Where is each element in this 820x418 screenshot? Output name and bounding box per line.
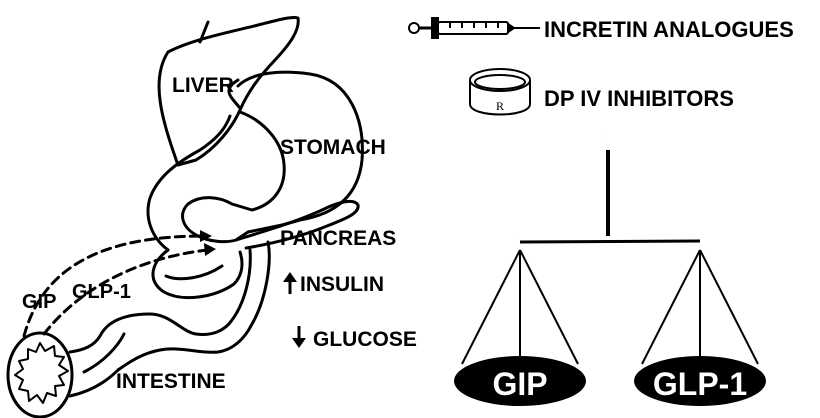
syringe-icon (409, 18, 540, 38)
glucose-label: GLUCOSE (313, 328, 417, 351)
insulin-label: INSULIN (300, 273, 384, 296)
intestine-descending (118, 242, 269, 370)
pancreas-label: PANCREAS (280, 227, 396, 250)
intestine-mucosa (15, 343, 68, 403)
liver-label: LIVER (172, 74, 234, 97)
stomach-label: STOMACH (280, 136, 386, 159)
incretin-analogues-label: INCRETIN ANALOGUES (544, 17, 794, 42)
pill-mark: R (496, 99, 504, 113)
intestine-loop (70, 314, 196, 352)
duodenum-inner (166, 266, 222, 279)
gip-label: GIP (22, 291, 56, 313)
left-pan-strings (462, 250, 578, 364)
glucose-down-arrow-icon (292, 326, 306, 348)
glp1-label: GLP-1 (72, 281, 131, 303)
right-pan-strings (642, 250, 758, 364)
duodenum-outer (153, 250, 242, 298)
right-pan-label: GLP-1 (653, 366, 747, 402)
glp1-arrowhead (204, 243, 216, 256)
balance-scale: GIP GLP-1 (454, 133, 766, 406)
intestine-label: INTESTINE (116, 370, 226, 393)
dp-iv-inhibitors-label: DP IV INHIBITORS (544, 86, 734, 111)
left-pan-label: GIP (492, 366, 547, 402)
scale-beam (520, 241, 700, 242)
intestine-loop-lower (84, 334, 124, 372)
intestine-bottom (70, 370, 118, 396)
top-pivot-icon (601, 133, 618, 151)
insulin-up-arrow-icon (283, 272, 297, 294)
scale-pivots (513, 133, 708, 250)
